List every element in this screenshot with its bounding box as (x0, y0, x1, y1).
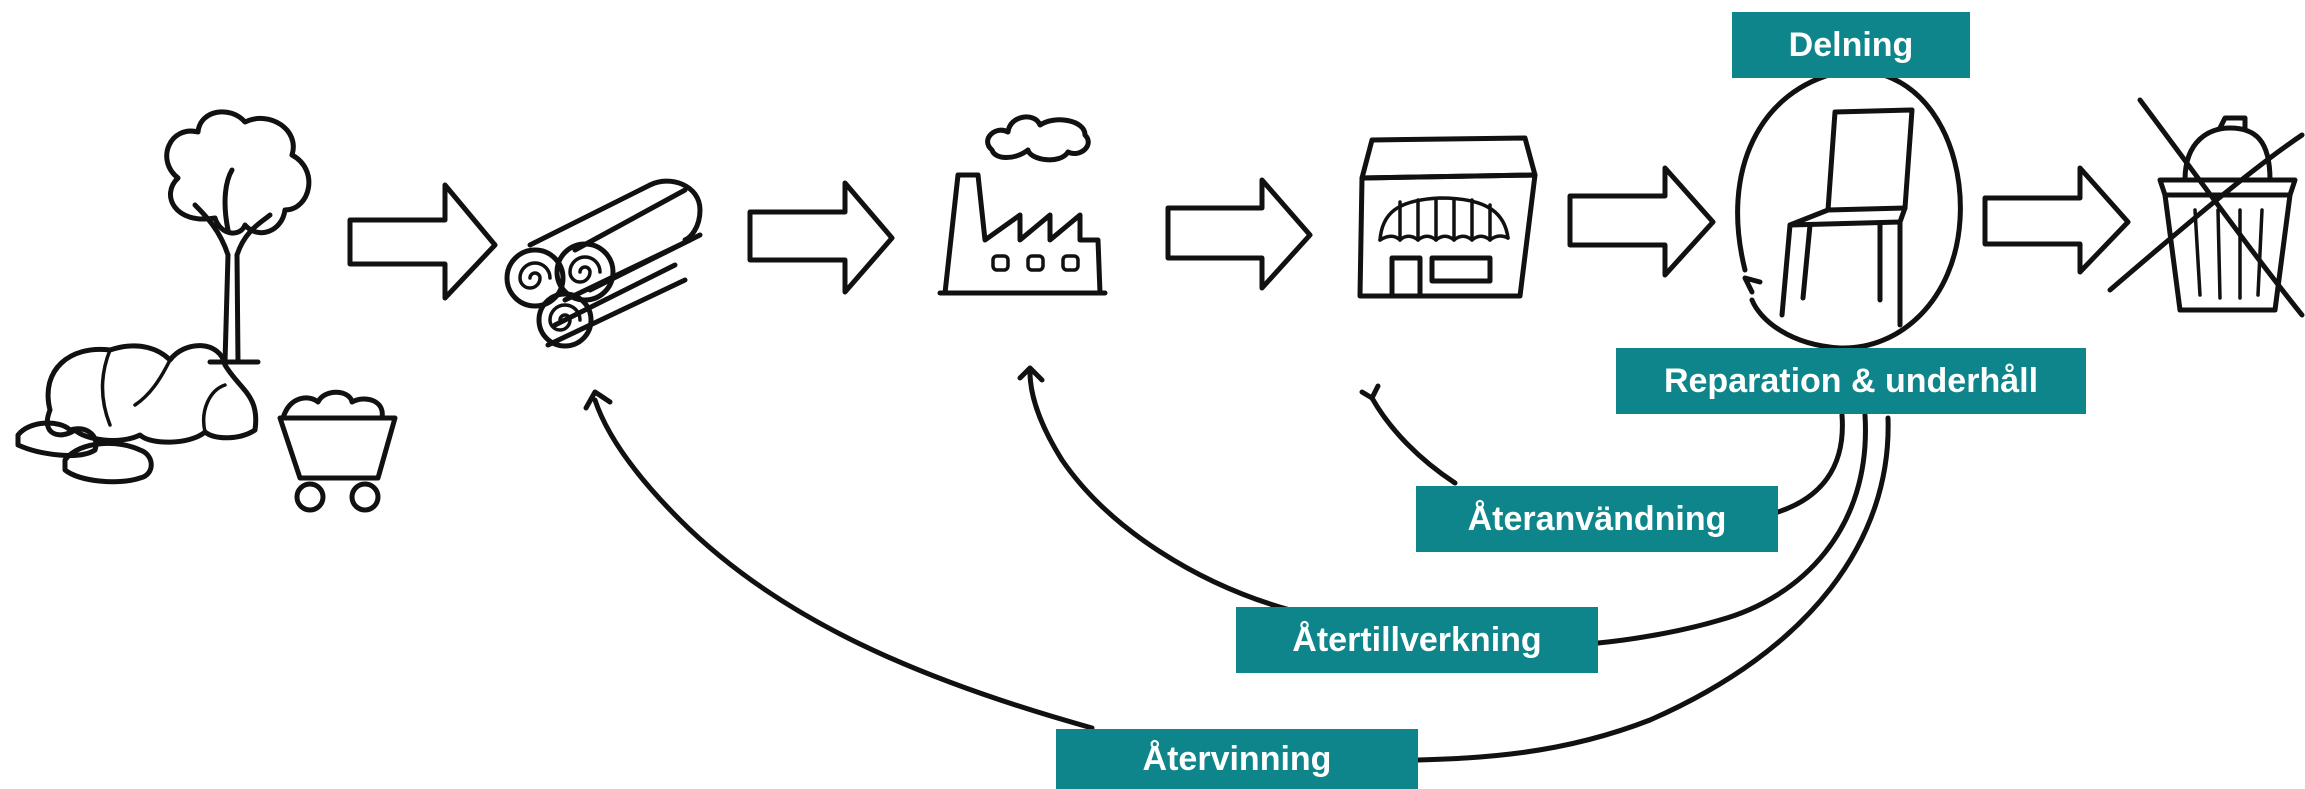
reuse-return-line (1775, 412, 1845, 515)
rocks-icon (15, 343, 259, 485)
factory-icon (937, 114, 1108, 296)
crossed-trash-can-icon (2107, 97, 2305, 318)
shop-icon (1357, 135, 1538, 299)
label-atertillverkning: Återtillverkning (1236, 607, 1598, 673)
forward-arrow-icon-5 (1982, 165, 2131, 275)
tree-icon (164, 109, 312, 365)
remanufacture-arrow (1027, 369, 1293, 613)
return-arrows (583, 365, 1891, 763)
label-atervinning: Återvinning (1056, 729, 1418, 789)
raw-materials-icon (15, 109, 398, 513)
forward-arrow-icon-1 (347, 182, 498, 301)
remanufacture-return-line (1595, 412, 1868, 646)
forward-arrow-icon-4 (1567, 165, 1716, 278)
reuse-arrow (1369, 395, 1458, 486)
logs-icon (504, 178, 703, 349)
label-ateranvandning: Återanvändning (1416, 486, 1778, 552)
forward-arrow-icon-3 (1165, 177, 1313, 291)
forward-arrow-icon-2 (747, 180, 895, 295)
label-reparation-underhall: Reparation & underhåll (1616, 348, 2086, 414)
recycling-return-line (1415, 415, 1891, 763)
recycling-arrow (592, 397, 1095, 731)
ore-cart-icon (277, 389, 398, 513)
label-delning: Delning (1732, 12, 1970, 78)
chair-loop-icon (1735, 68, 1963, 351)
